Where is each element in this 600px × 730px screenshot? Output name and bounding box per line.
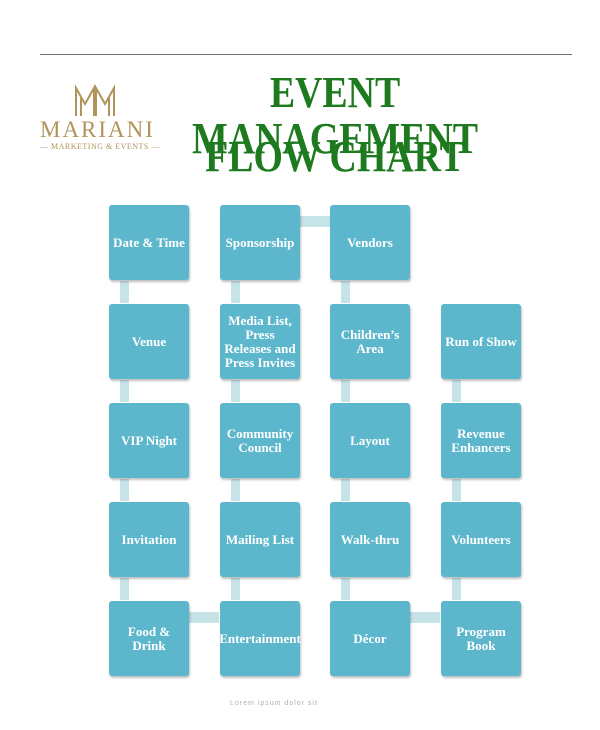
connector-c3-r3 xyxy=(341,479,350,501)
box-vip-night: VIP Night xyxy=(109,403,189,478)
connector-decor-programbook xyxy=(410,612,440,623)
box-layout: Layout xyxy=(330,403,410,478)
box-mailing-list: Mailing List xyxy=(220,502,300,577)
connector-c4-r2 xyxy=(452,380,461,402)
connector-c1-r2 xyxy=(120,380,129,402)
connector-c4-r4 xyxy=(452,578,461,600)
connector-c3-r4 xyxy=(341,578,350,600)
logo-name: MARIANI xyxy=(40,117,155,142)
box-walk-thru: Walk-thru xyxy=(330,502,410,577)
box-media-list: Media List, Press Releases and Press Inv… xyxy=(220,304,300,379)
mariani-logo: MARIANI — MARKETING & EVENTS — xyxy=(40,84,160,152)
connector-c4-r3 xyxy=(452,479,461,501)
chart-title-line2: FLOW CHART xyxy=(205,132,465,181)
connector-c2-r1 xyxy=(231,281,240,303)
connector-c1-r4 xyxy=(120,578,129,600)
connector-c3-r1 xyxy=(341,281,350,303)
top-divider xyxy=(40,54,572,55)
box-childrens-area: Children’s Area xyxy=(330,304,410,379)
connector-c2-r4 xyxy=(231,578,240,600)
box-sponsorship: Sponsorship xyxy=(220,205,300,280)
chart-title-line1: EVENT MANAGEMENT xyxy=(192,68,478,163)
mm-monogram-icon xyxy=(75,84,115,116)
box-invitation: Invitation xyxy=(109,502,189,577)
connector-c3-r2 xyxy=(341,380,350,402)
connector-c1-r3 xyxy=(120,479,129,501)
box-date-time: Date & Time xyxy=(109,205,189,280)
box-entertainment: Entertainment xyxy=(219,601,301,676)
connector-c1-r1 xyxy=(120,281,129,303)
box-volunteers: Volunteers xyxy=(441,502,521,577)
connector-c2-r3 xyxy=(231,479,240,501)
box-venue: Venue xyxy=(109,304,189,379)
box-community-council: Community Council xyxy=(220,403,300,478)
box-run-of-show: Run of Show xyxy=(441,304,521,379)
box-program-book: Program Book xyxy=(441,601,521,676)
footer-text: Lorem ipsum dolor sit xyxy=(230,700,318,707)
logo-tagline: — MARKETING & EVENTS — xyxy=(40,142,160,151)
box-decor: Décor xyxy=(330,601,410,676)
box-food-drink: Food & Drink xyxy=(109,601,189,676)
box-revenue-enhancers: Revenue Enhancers xyxy=(441,403,521,478)
connector-sponsorship-vendors xyxy=(300,216,330,227)
box-vendors: Vendors xyxy=(330,205,410,280)
connector-c2-r2 xyxy=(231,380,240,402)
connector-food-entertainment xyxy=(189,612,219,623)
